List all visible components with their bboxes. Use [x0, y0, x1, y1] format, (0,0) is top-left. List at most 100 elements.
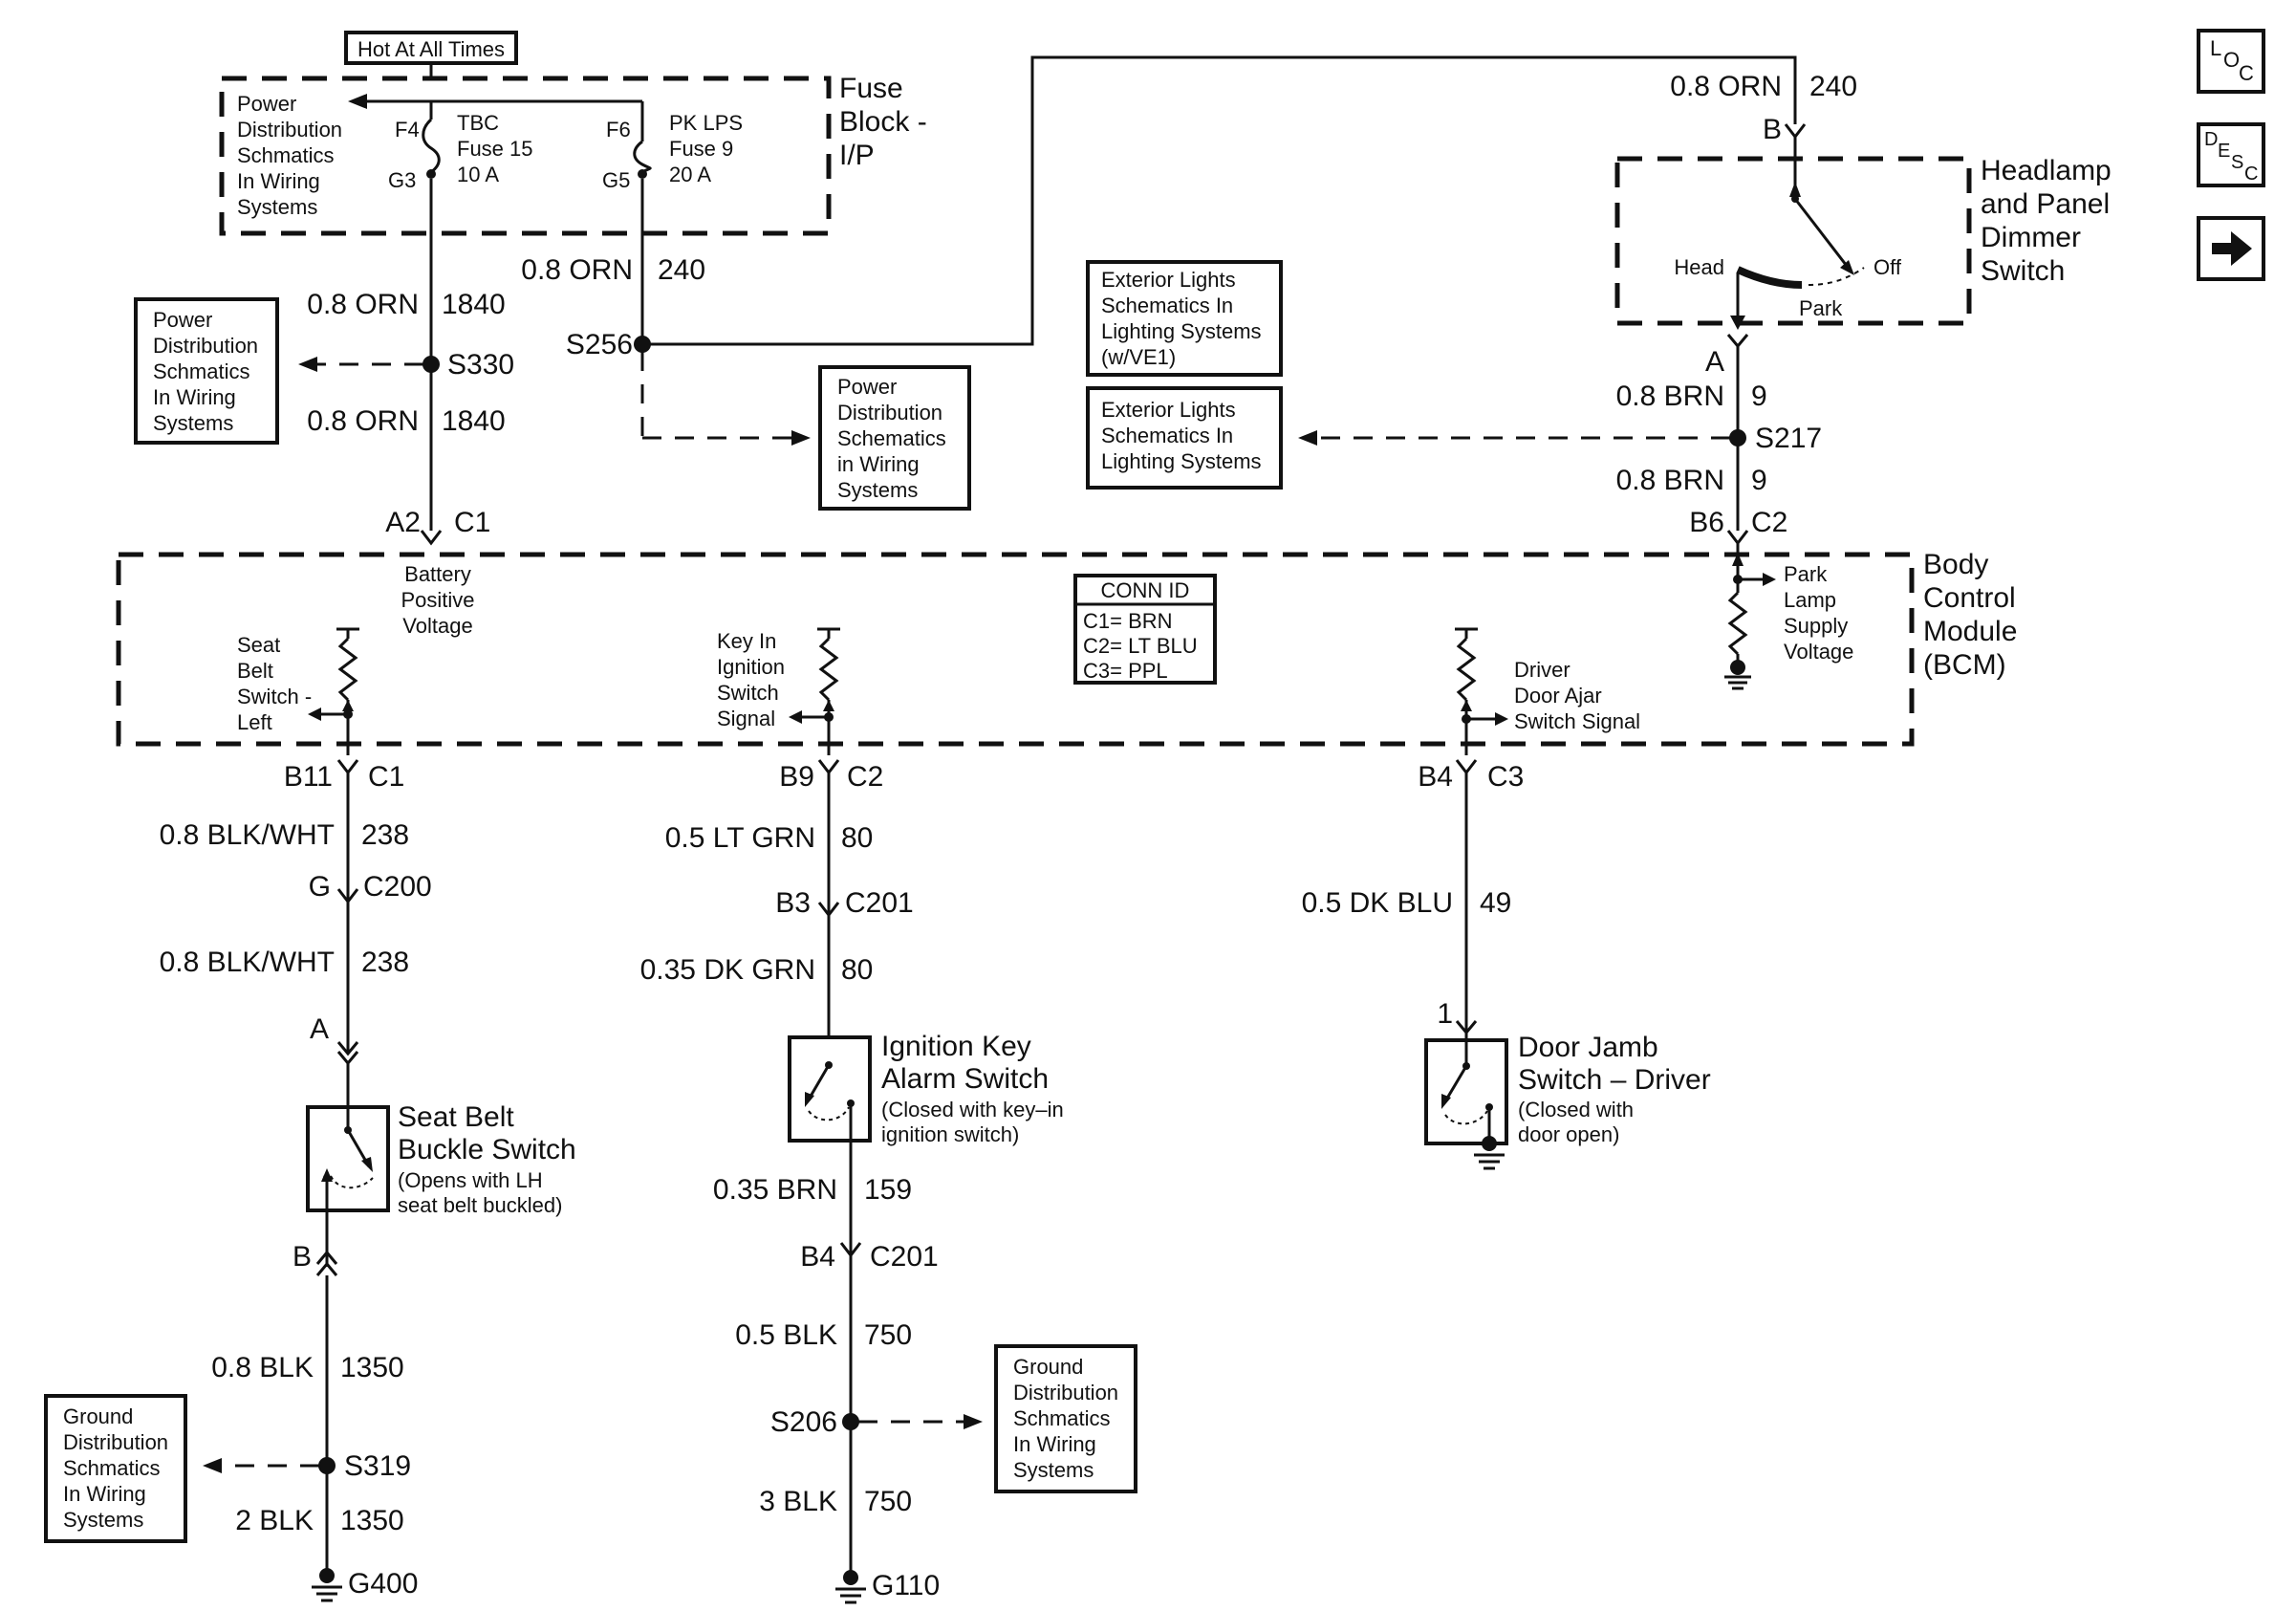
conn-b9: B9 — [779, 761, 814, 793]
pds-note-4: In Wiring — [237, 169, 320, 193]
wire-80b-num: 80 — [841, 954, 873, 986]
loc-button[interactable]: L O C — [2197, 29, 2265, 94]
conn-b4-bcm: B4 — [1418, 761, 1453, 793]
svg-text:E: E — [2218, 141, 2230, 162]
next-arrow-icon — [2212, 231, 2252, 266]
conn-c201-top: C201 — [845, 887, 914, 919]
wire-49-gauge: 0.5 DK BLU — [1302, 887, 1453, 919]
bcm-door-2: Door Ajar — [1514, 684, 1602, 708]
splice-s330-dot — [422, 356, 440, 373]
svg-text:C: C — [2244, 163, 2258, 185]
splice-s206: S206 — [770, 1406, 837, 1438]
ext-ve1-line-1: Exterior Lights — [1101, 268, 1236, 292]
wire-1350b-gauge: 2 BLK — [235, 1505, 314, 1536]
pds-left-box — [134, 297, 279, 445]
headlamp-title-3: Dimmer — [1981, 222, 2081, 253]
conn-b-seatbelt: B — [292, 1241, 312, 1273]
bcm-title-3: Module — [1923, 616, 2017, 647]
headlamp-pin-b: B — [1763, 114, 1782, 145]
gds-right-line-3: Schmatics — [1013, 1406, 1110, 1430]
wire-80a-gauge: 0.5 LT GRN — [665, 822, 815, 854]
headlamp-pos-off: Off — [1874, 255, 1902, 279]
bcm-park-1: Park — [1784, 562, 1828, 586]
pds-left-line-1: Power — [153, 308, 212, 332]
gds-right-line-4: In Wiring — [1013, 1432, 1096, 1456]
pds-center-line-1: Power — [837, 375, 897, 399]
splice-s256: S256 — [566, 329, 633, 360]
bcm-key-in-4: Signal — [717, 707, 775, 730]
splice-s206-dot — [842, 1413, 859, 1430]
s217-arrow-icon — [1298, 430, 1317, 446]
door-jamb-note-2: door open) — [1518, 1122, 1619, 1146]
fuse-f4-name: TBC — [457, 111, 499, 135]
pds-arrow-icon — [348, 94, 367, 109]
svg-text:L: L — [2210, 36, 2221, 60]
wire-240top-num: 240 — [1809, 71, 1857, 102]
conn-pin-1: 1 — [1437, 998, 1453, 1030]
bcm-battery-2: Positive — [401, 588, 474, 612]
bcm-title-4: (BCM) — [1923, 649, 2006, 681]
ext-line-3: Lighting Systems — [1101, 449, 1262, 473]
wire-159-gauge: 0.35 BRN — [713, 1174, 837, 1206]
fuse-block-outline — [219, 76, 832, 236]
wire-1840b-num: 1840 — [442, 405, 506, 437]
pds-center-line-2: Distribution — [837, 401, 942, 425]
bcm-battery-1: Battery — [404, 562, 471, 586]
ext-line-1: Exterior Lights — [1101, 398, 1236, 422]
gds-left-line-2: Distribution — [63, 1430, 168, 1454]
fuse-f6-fuse: Fuse 9 — [669, 137, 733, 161]
bcm-park-2: Lamp — [1784, 588, 1836, 612]
gds-right-line-2: Distribution — [1013, 1381, 1118, 1404]
wire-750b-num: 750 — [864, 1486, 912, 1517]
door-pullup — [1455, 627, 1508, 755]
conn-a-seatbelt: A — [310, 1013, 329, 1045]
ext-ve1-box — [1086, 260, 1283, 377]
headlamp-title-1: Headlamp — [1981, 155, 2112, 186]
ext-box — [1086, 386, 1283, 490]
splice-s217-dot — [1729, 429, 1746, 446]
gds-left-line-4: In Wiring — [63, 1482, 146, 1506]
fuse-f4-icon — [422, 118, 441, 174]
seat-belt-note-1: (Opens with LH — [398, 1168, 543, 1192]
splice-s319: S319 — [344, 1450, 411, 1482]
conn-c201-bottom: C201 — [870, 1241, 939, 1273]
conn-g: G — [309, 871, 331, 903]
key-in-pullup — [789, 627, 840, 755]
svg-text:S: S — [2231, 152, 2243, 173]
door-jamb-note-1: (Closed with — [1518, 1098, 1634, 1121]
fuse-f6-term: G5 — [602, 168, 630, 192]
wire-238a-gauge: 0.8 BLK/WHT — [160, 819, 335, 851]
conn-id-c3: C3= PPL — [1083, 659, 1168, 683]
desc-button[interactable]: D E S C — [2197, 122, 2265, 187]
wire-240-num: 240 — [658, 254, 705, 286]
wire-1350a-gauge: 0.8 BLK — [211, 1352, 314, 1383]
seat-belt-title-2: Buckle Switch — [398, 1134, 576, 1165]
fuse-f4-id: F4 — [395, 118, 420, 142]
wire-80a-num: 80 — [841, 822, 873, 854]
wire-80b-gauge: 0.35 DK GRN — [640, 954, 815, 986]
wire-240-gauge: 0.8 ORN — [521, 254, 633, 286]
ext-ve1-line-2: Schematics In — [1101, 294, 1233, 317]
wire-49-num: 49 — [1480, 887, 1511, 919]
park-lamp-input — [1724, 543, 1776, 690]
conn-id-c1: C1= BRN — [1083, 609, 1173, 633]
conn-a2: A2 — [385, 507, 421, 538]
conn-c1-bcm: C1 — [368, 761, 404, 793]
pds-note-5: Systems — [237, 195, 317, 219]
bcm-seat-belt-1: Seat — [237, 633, 280, 657]
next-arrow-button[interactable] — [2197, 216, 2265, 281]
gds-left-line-5: Systems — [63, 1508, 143, 1532]
fuse-f6-id: F6 — [606, 118, 631, 142]
conn-id-c2: C2= LT BLU — [1083, 634, 1198, 658]
wire-1350a-num: 1350 — [340, 1352, 404, 1383]
pds-note-1: Power — [237, 92, 296, 116]
door-jamb-title-2: Switch – Driver — [1518, 1064, 1711, 1096]
pds-center-line-5: Systems — [837, 478, 918, 502]
splice-s330: S330 — [447, 349, 514, 381]
pds-center-line-4: in Wiring — [837, 452, 920, 476]
wire-238b-num: 238 — [361, 947, 409, 978]
pds-center-box — [818, 365, 971, 511]
wire-750a-gauge: 0.5 BLK — [735, 1319, 837, 1351]
bcm-key-in-3: Switch — [717, 681, 779, 705]
